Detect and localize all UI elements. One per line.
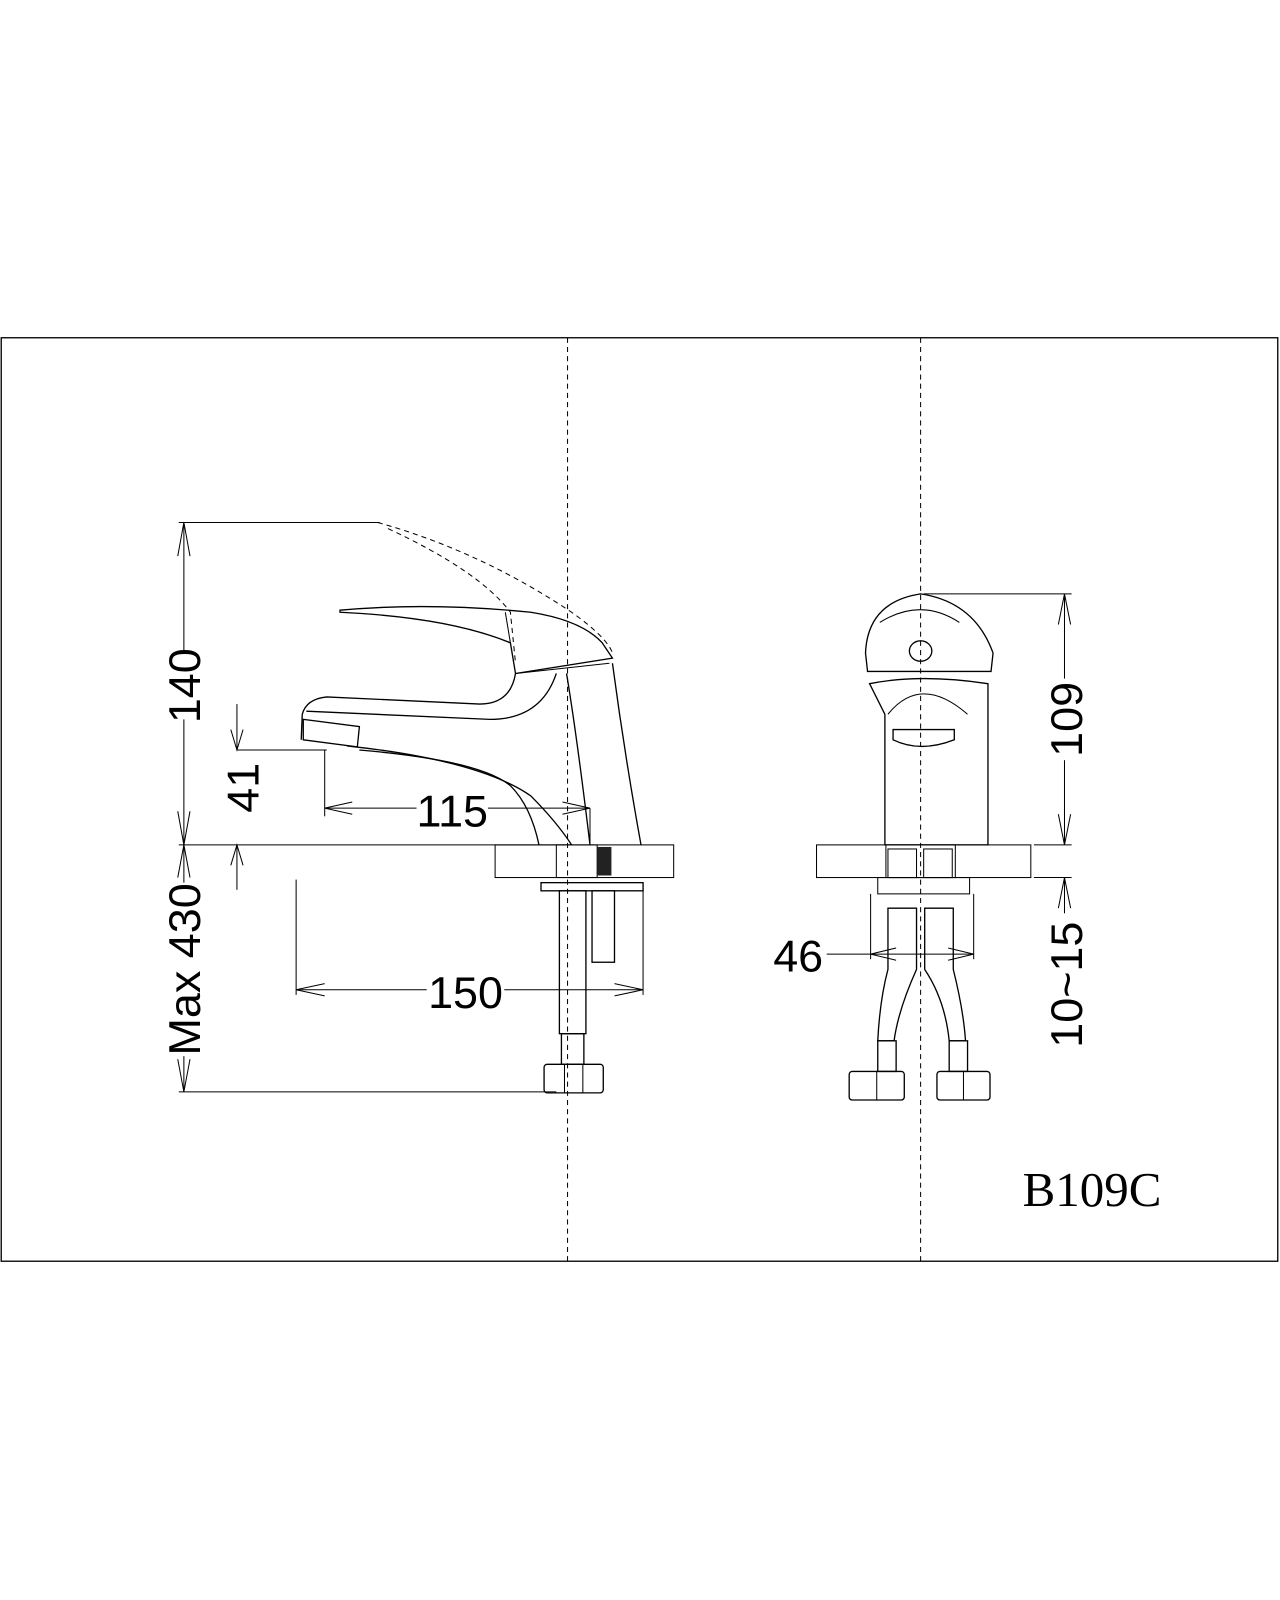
supply-hose-left (877, 907, 918, 1042)
dim-spout-height: 41 (217, 763, 268, 813)
dim-counter-thickness: 10~15 (1041, 922, 1092, 1048)
drawing-frame (0, 337, 1279, 1262)
dim-body-height: 109 (1041, 682, 1092, 757)
dim-hole-diameter: 46 (773, 930, 823, 981)
countertop-side (494, 844, 675, 879)
supply-hose-right (924, 907, 967, 1042)
front-view-faucet (816, 593, 1032, 1101)
dim-total-height: 140 (159, 648, 210, 723)
handle-screw (908, 640, 933, 662)
dim-spout-reach: 115 (416, 786, 488, 837)
front-view-dimensions: 109 10~15 46 (773, 593, 1092, 1048)
model-number: B109C (1023, 1162, 1162, 1217)
side-view-dimensions: 140 41 115 Max 430 150 (159, 521, 644, 1093)
hose-nut-side (543, 1063, 604, 1094)
dim-hose-length: Max 430 (159, 883, 210, 1055)
dim-hole-offset: 150 (428, 967, 503, 1018)
side-view-faucet (300, 521, 675, 1094)
supply-hose-side (558, 890, 587, 1035)
aerator-front (892, 728, 955, 748)
